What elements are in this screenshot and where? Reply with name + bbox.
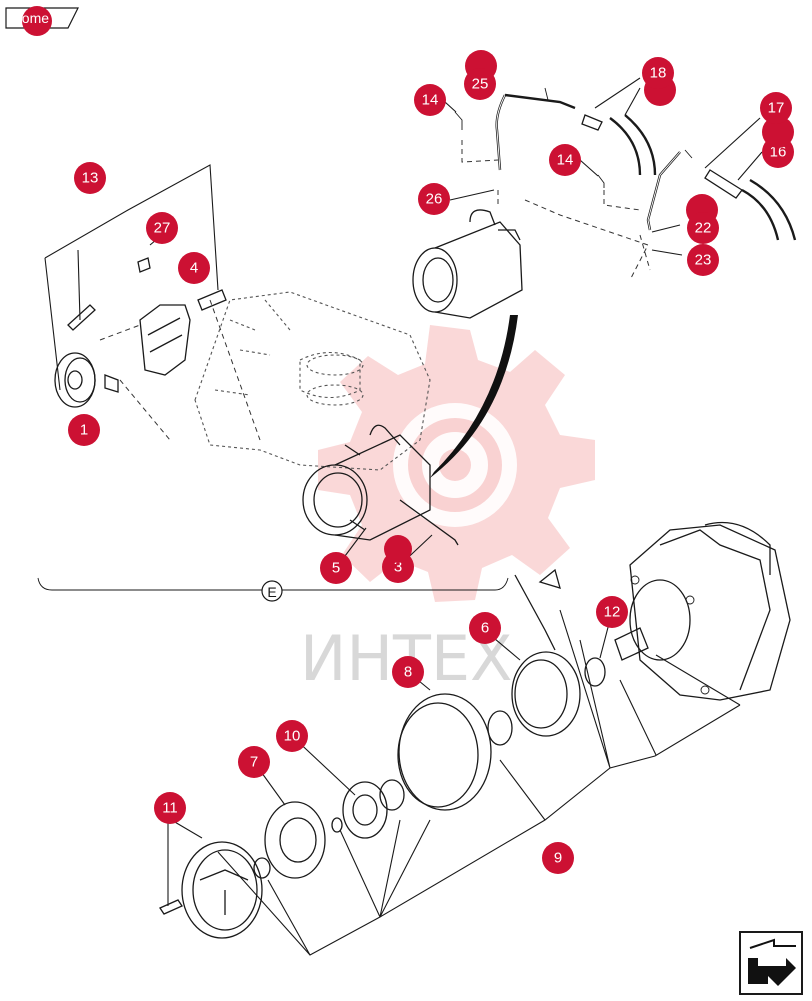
compressor-upper-detail — [412, 209, 523, 319]
callout-26[interactable]: 26 — [418, 183, 450, 215]
next-page-button[interactable] — [738, 930, 804, 996]
discharge-hose — [646, 151, 797, 241]
callout-23[interactable]: 23 — [687, 244, 719, 276]
upper-small-parts — [454, 87, 693, 188]
svg-text:6: 6 — [481, 620, 489, 637]
suction-hose — [495, 93, 657, 176]
zoom-arrow — [430, 315, 518, 478]
upper-dashed-lines — [461, 140, 651, 281]
callout-8[interactable]: 8 — [392, 656, 424, 688]
callout-17[interactable]: 17 — [760, 92, 792, 124]
svg-text:12: 12 — [604, 604, 621, 621]
exploded-parts-row — [159, 568, 606, 939]
callout-18[interactable]: 18 — [642, 57, 674, 89]
svg-text:3: 3 — [394, 559, 402, 576]
leaders-top — [149, 77, 763, 256]
callout-3-shadow — [384, 535, 412, 563]
svg-text:14: 14 — [422, 92, 439, 109]
svg-text:22: 22 — [695, 220, 712, 237]
callout-25[interactable]: 25 — [464, 68, 496, 100]
watermark-gear-logo — [318, 325, 595, 602]
svg-text:9: 9 — [554, 850, 562, 867]
callout-27[interactable]: 27 — [146, 212, 178, 244]
callout-11[interactable]: 11 — [154, 792, 186, 824]
svg-text:18: 18 — [650, 65, 667, 82]
callout-10[interactable]: 10 — [276, 720, 308, 752]
svg-text:23: 23 — [695, 252, 712, 269]
callout-17-shadow — [762, 116, 794, 148]
callout-22[interactable]: 22 — [687, 212, 719, 244]
callout-12[interactable]: 12 — [596, 596, 628, 628]
callout-5[interactable]: 5 — [320, 552, 352, 584]
svg-text:1: 1 — [80, 422, 88, 439]
svg-text:16: 16 — [770, 144, 787, 161]
bracket-dashed-lines — [99, 299, 261, 441]
callout-13[interactable]: 13 — [74, 162, 106, 194]
engine-block-outline — [194, 291, 431, 471]
svg-text:E: E — [267, 584, 276, 600]
svg-text:8: 8 — [404, 664, 412, 681]
callout-14-right[interactable]: 14 — [549, 144, 581, 176]
svg-text:4: 4 — [190, 260, 198, 277]
svg-text:10: 10 — [284, 728, 301, 745]
view-marker-e: E — [261, 580, 283, 602]
compressor-installed — [302, 424, 459, 546]
compressor-exploded-body — [614, 521, 791, 701]
svg-text:5: 5 — [332, 560, 340, 577]
svg-text:27: 27 — [154, 220, 171, 237]
home-dot — [22, 6, 52, 36]
svg-text:11: 11 — [162, 800, 178, 817]
svg-text:7: 7 — [250, 754, 258, 771]
svg-text:13: 13 — [82, 170, 99, 187]
compressor-bracket-assembly — [54, 257, 227, 408]
home-button[interactable]: home — [4, 4, 80, 36]
callout-14-left[interactable]: 14 — [414, 84, 446, 116]
callout-7[interactable]: 7 — [238, 746, 270, 778]
callout-9[interactable]: 9 — [542, 842, 574, 874]
callout-6[interactable]: 6 — [469, 612, 501, 644]
arrow-next-page-icon — [739, 931, 803, 995]
callout-1[interactable]: 1 — [68, 414, 100, 446]
callout-4[interactable]: 4 — [178, 252, 210, 284]
home-label: home — [14, 10, 50, 26]
svg-text:25: 25 — [472, 76, 489, 93]
leader-13 — [44, 164, 219, 391]
svg-text:17: 17 — [768, 100, 785, 117]
svg-text:26: 26 — [426, 191, 443, 208]
svg-text:14: 14 — [557, 152, 574, 169]
